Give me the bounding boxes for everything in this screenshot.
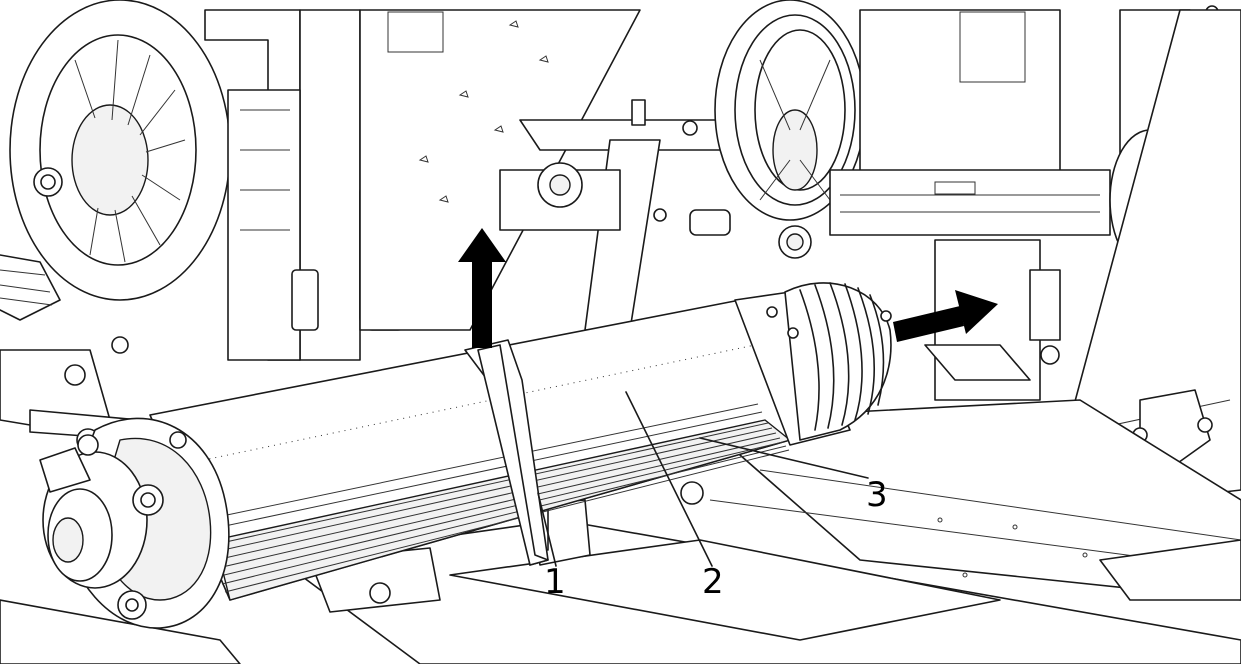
callout-label-2: 2 — [702, 562, 724, 602]
lift-up-arrow — [458, 228, 506, 348]
callout-label-3: 3 — [866, 475, 888, 515]
base-plates — [0, 399, 1241, 664]
slide-right-arrow — [893, 290, 998, 342]
leader-line-3 — [699, 437, 869, 479]
roller-grooves — [202, 403, 790, 593]
callout-leaders — [537, 391, 869, 567]
leader-line-1 — [537, 492, 557, 567]
callout-label-1: 1 — [544, 562, 566, 602]
roller-assembly — [39, 282, 892, 629]
bellows — [784, 282, 892, 441]
leader-line-2 — [625, 391, 713, 567]
machine-frame-background — [0, 0, 1241, 511]
